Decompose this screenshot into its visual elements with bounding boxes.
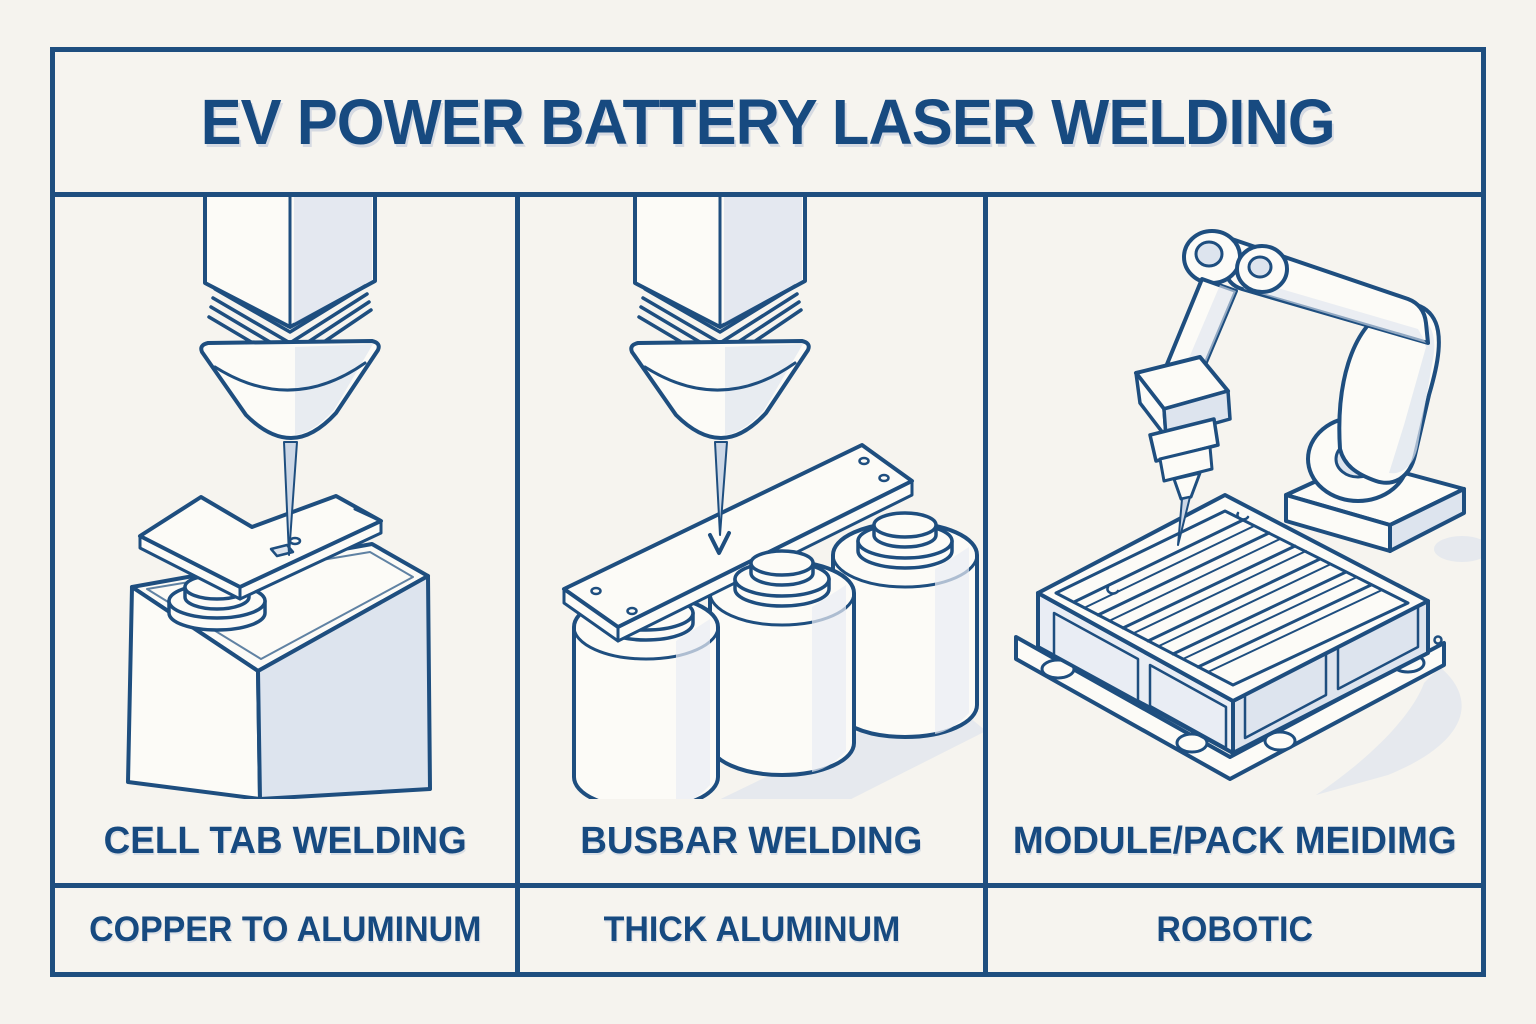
laser-beam (714, 441, 728, 536)
sub-label-text: THICK ALUMINUM (603, 910, 900, 949)
sub-label-busbar: THICK ALUMINUM (515, 888, 988, 972)
title-row: EV POWER BATTERY LASER WELDING (55, 52, 1481, 197)
laser-head (629, 197, 811, 440)
panel-cell-tab-welding: CELL TAB WELDING (55, 197, 515, 883)
panel-title-module-pack: MODULE/PACK MEIDIMG (988, 799, 1481, 883)
module-pack-illustration-area (988, 197, 1481, 799)
sub-label-text: COPPER TO ALUMINUM (88, 910, 482, 949)
pack-shadow (1316, 667, 1462, 795)
cylindrical-cell-3 (831, 521, 979, 739)
main-row: CELL TAB WELDING (55, 197, 1481, 883)
sub-label-row: COPPER TO ALUMINUM THICK ALUMINUM ROBOTI… (55, 883, 1481, 972)
poster-title: EV POWER BATTERY LASER WELDING (200, 86, 1336, 158)
laser-head-over-busbar-on-three-cells-illustration (562, 197, 983, 799)
cell-tab-plate (138, 494, 383, 601)
laser-head-over-prismatic-cell-tab-illustration (126, 197, 432, 799)
laser-head (199, 197, 381, 440)
panel-title-busbar: BUSBAR WELDING (520, 799, 983, 883)
weld-spot (269, 543, 295, 558)
cell-2-terminal (733, 549, 831, 608)
pack-lid-ribs (1072, 518, 1383, 673)
panel-module-pack-welding: MODULE/PACK MEIDIMG (988, 197, 1481, 883)
busbar-illustration-area (520, 197, 983, 799)
sub-label-module-pack: ROBOTIC (988, 888, 1481, 972)
poster-frame: EV POWER BATTERY LASER WELDING (50, 47, 1486, 977)
cell-3-terminal (856, 511, 954, 570)
panel-title-text: CELL TAB WELDING (103, 819, 467, 862)
panel-title-text: MODULE/PACK MEIDIMG (1012, 819, 1457, 862)
cell-tab-illustration-area (55, 197, 515, 799)
panel-title-text: BUSBAR WELDING (580, 819, 923, 862)
robot-base-shadow (1434, 536, 1481, 562)
robot-arm-laser-welding-battery-pack-illustration (1014, 229, 1481, 795)
cylindrical-cell-2 (708, 559, 856, 777)
sub-label-text: ROBOTIC (1156, 910, 1313, 949)
laser-beam (283, 441, 298, 556)
panel-title-cell-tab: CELL TAB WELDING (55, 799, 515, 883)
sub-label-cell-tab: COPPER TO ALUMINUM (55, 888, 515, 972)
robot-wrist-laser-tool (1134, 355, 1232, 501)
cylindrical-cell-1 (572, 593, 720, 799)
laser-beam-arrowhead (708, 531, 731, 555)
battery-pack (1014, 493, 1446, 781)
laser-beam (1177, 496, 1191, 546)
panel-busbar-welding: BUSBAR WELDING (515, 197, 988, 883)
